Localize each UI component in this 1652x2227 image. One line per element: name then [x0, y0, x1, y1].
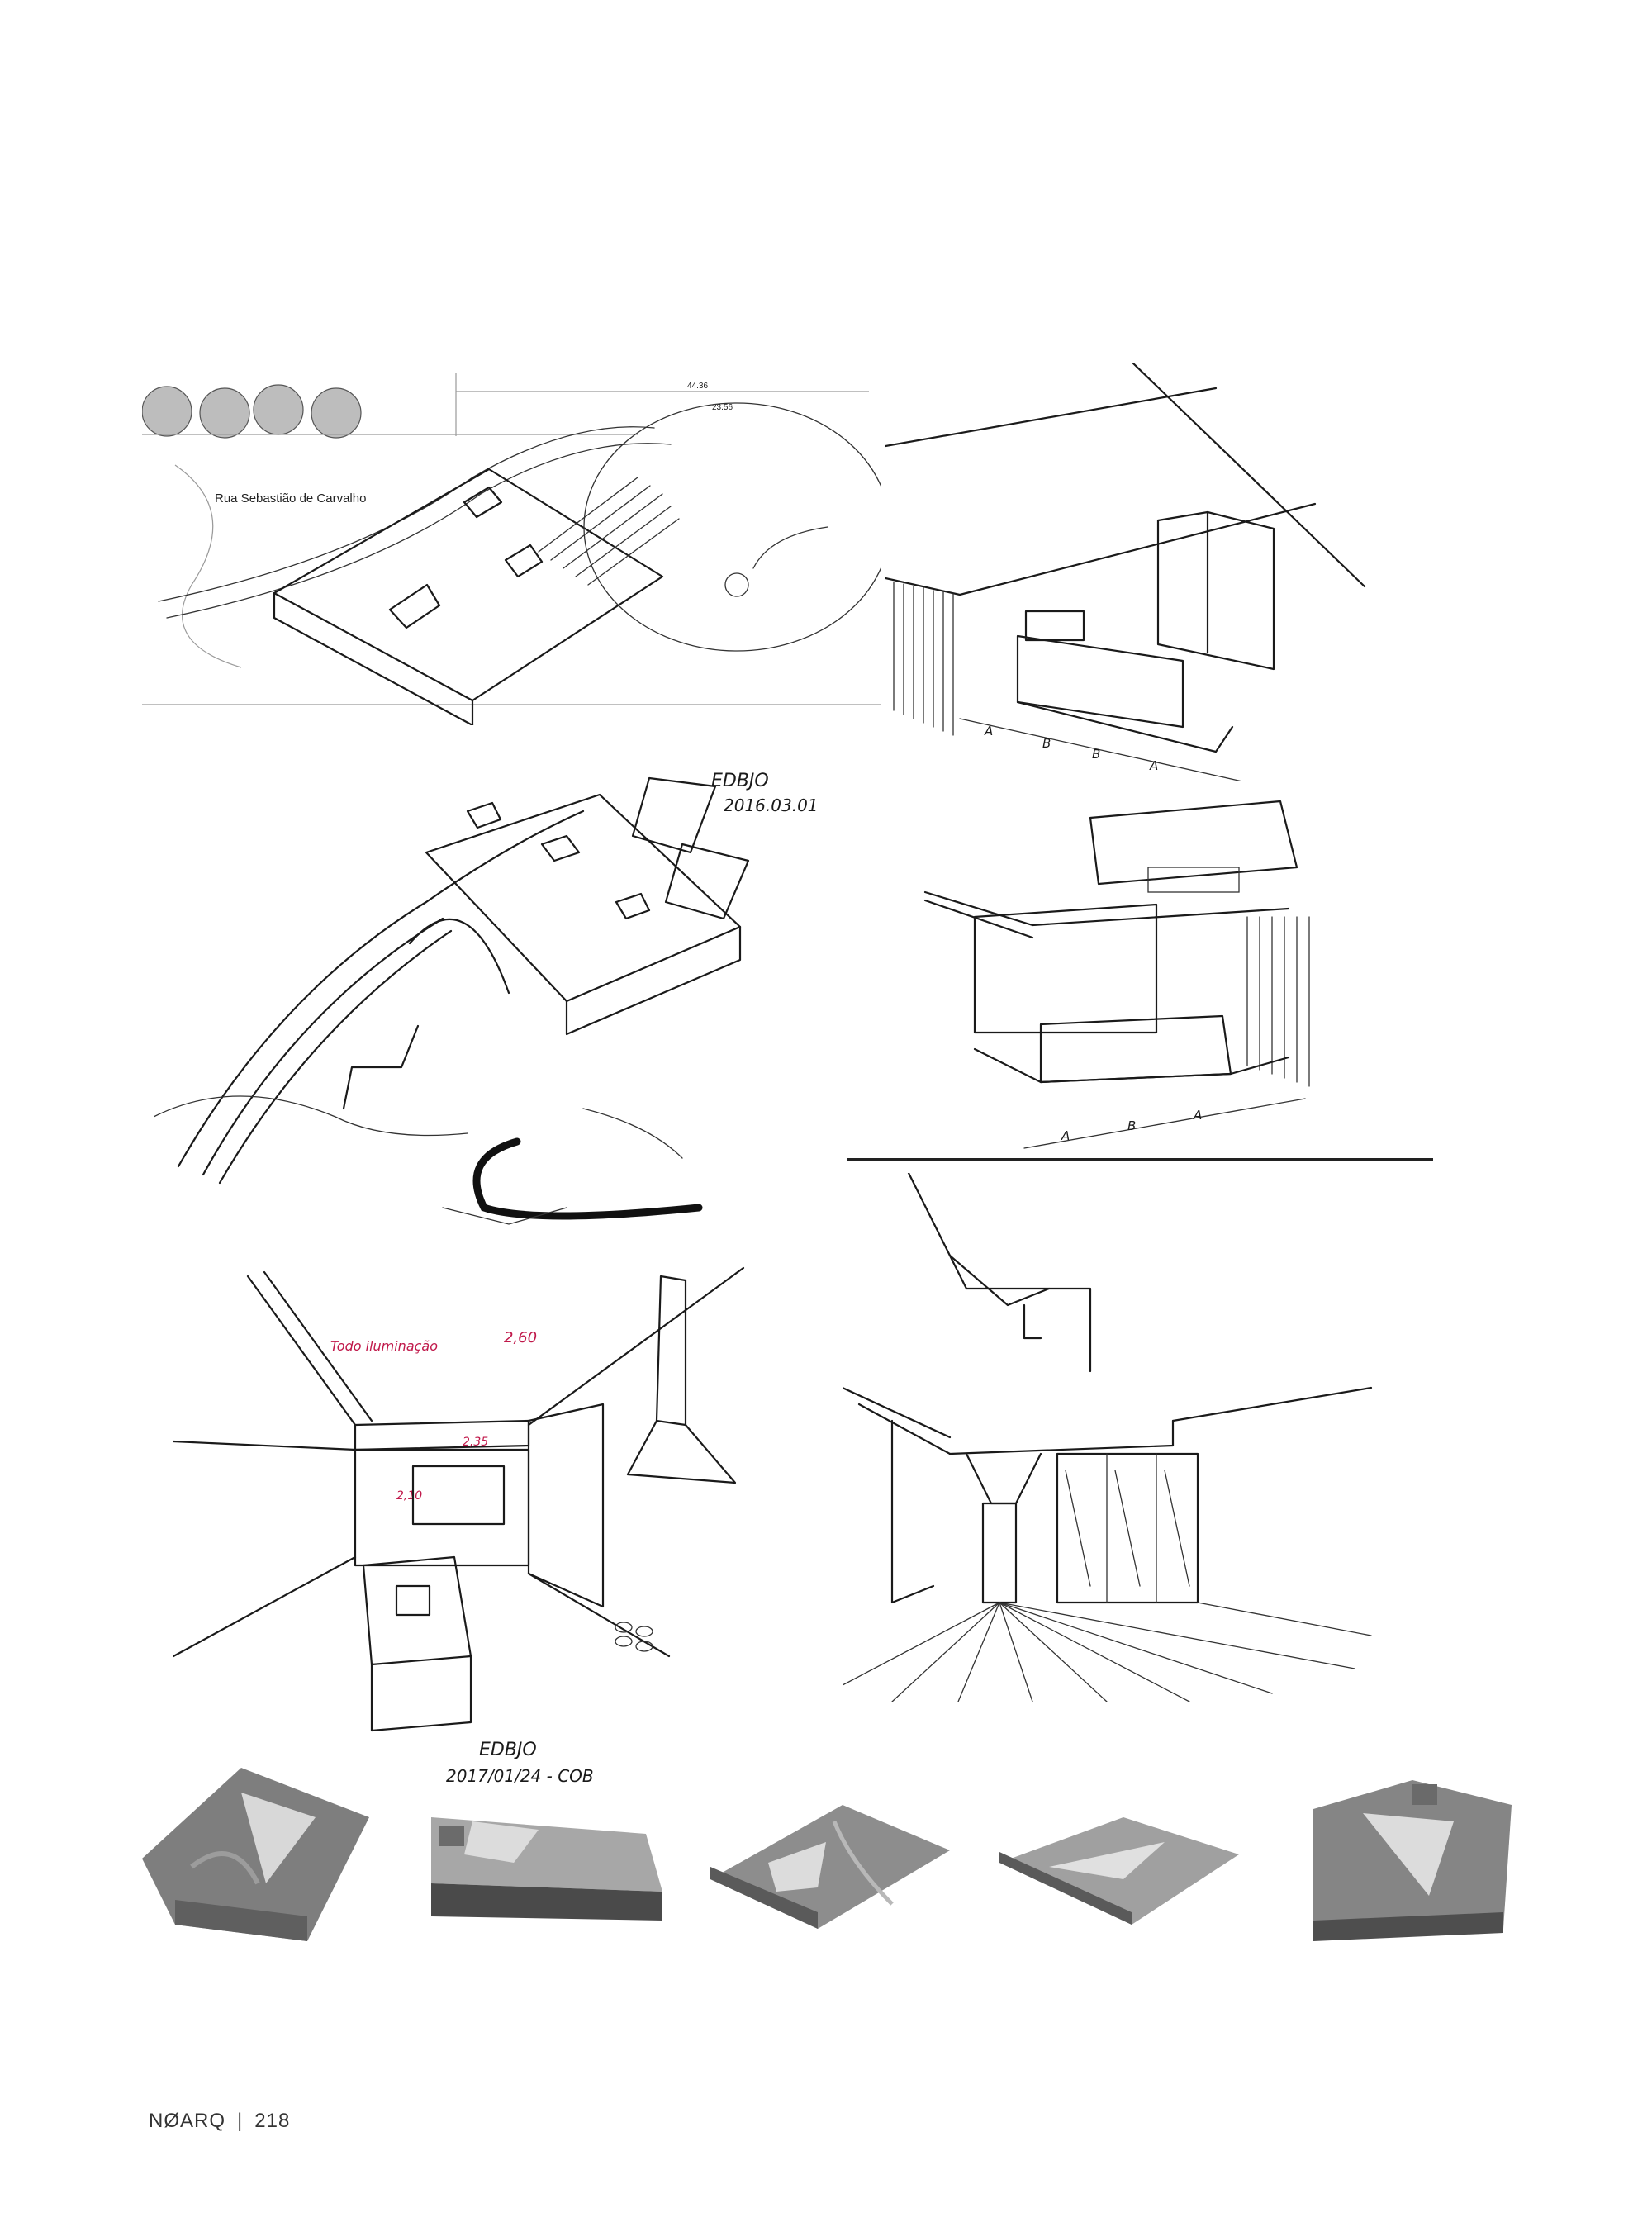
lowered-height: 2,35 [463, 1436, 488, 1449]
magazine-name: NØARQ [149, 2110, 226, 2132]
marker-b-2: B [1092, 747, 1100, 762]
marker-a-1: A [984, 724, 993, 738]
window-height: 2,10 [396, 1489, 422, 1503]
marker-b-3: B [1127, 1118, 1136, 1133]
lighting-note: Todo iluminação [330, 1338, 438, 1354]
kitchen-sketch: Todo iluminação 2,60 2,35 2,10 EDBJO 201… [173, 1260, 834, 1797]
page-footer: NØARQ | 218 [149, 2110, 290, 2133]
kitchen-date: 2017/01/24 - COB [446, 1766, 594, 1786]
tree-icons [142, 384, 362, 439]
street-label: Rua Sebastião de Carvalho [215, 491, 366, 506]
model-render-2 [423, 1801, 662, 1921]
model-render-3 [710, 1805, 950, 1929]
site-plan-sketch: 44.36 23.56 Rua Sebastião de Carvalho [142, 370, 881, 725]
dimension-top: 44.36 [687, 382, 708, 391]
living-room-sketch-mid: A B A [909, 785, 1454, 1156]
marker-a-3: A [1061, 1128, 1070, 1143]
axonometric-sketch: EDBJO 2016.03.01 [154, 762, 849, 1231]
marker-a-4: A [1193, 1108, 1202, 1123]
footer-separator: | [237, 2110, 244, 2132]
model-render-5 [1305, 1780, 1512, 1945]
marker-b-1: B [1042, 736, 1051, 751]
marker-a-2: A [1149, 758, 1158, 773]
model-render-1 [142, 1768, 369, 1941]
kitchen-signature: EDBJO [479, 1740, 537, 1760]
divider-line [847, 1158, 1433, 1161]
corridor-sketch [843, 1173, 1379, 1702]
page-number: 218 [254, 2110, 291, 2132]
axo-signature: EDBJO [711, 771, 769, 791]
ceiling-height: 2,60 [504, 1329, 537, 1346]
dimension-second: 23.56 [712, 403, 733, 412]
model-render-4 [999, 1817, 1239, 1925]
living-room-sketch-top: A B B A [885, 363, 1447, 781]
axo-date: 2016.03.01 [724, 795, 819, 815]
